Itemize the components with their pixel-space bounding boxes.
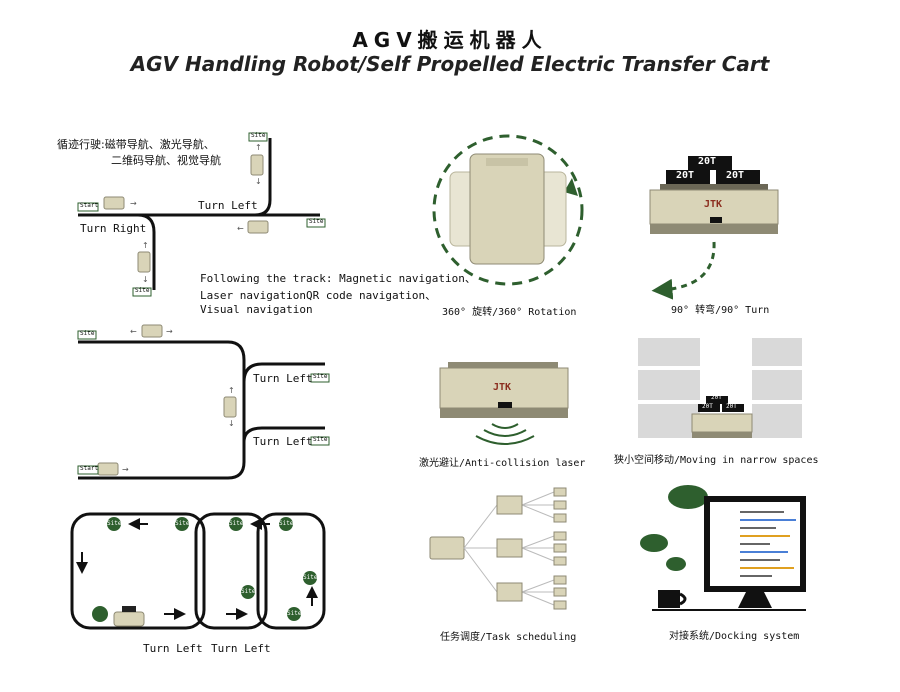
junction-turn-left-label: Turn Left [198,199,258,212]
agv-cart-icon [141,324,163,338]
svg-text:→: → [166,327,173,336]
agv-cart-icon [97,462,119,476]
site-marker-icon [107,517,121,531]
turn90-illustration [649,156,779,300]
track-diagram-junction: → ← ↑ ↓ ↑ ↓ [77,132,326,297]
nav-methods-en-line2: Laser navigationQR code navigation、 [200,289,437,302]
track-diagram-loops [70,512,326,630]
svg-text:→: → [130,199,137,208]
docking-caption: 对接系统/Docking system [669,631,800,642]
start-tag-label: Start [80,465,99,472]
site-tag-label: Site [135,287,150,294]
docking-illustration [640,485,806,611]
brand-logo-turn90: JTK [704,199,723,210]
nav-methods-cn-line1: 循迹行驶:磁带导航、激光导航、 [57,138,215,151]
agv-cart-icon [223,396,237,418]
site-tag-label: Site [251,132,266,139]
svg-text:→: → [122,465,129,474]
start-tag-icon [77,202,99,212]
page-title-cn: AGV搬运机器人 [352,28,548,52]
nav-methods-cn-line2: 二维码导航、视觉导航 [111,154,221,167]
load-label-small-right: 20T [726,403,737,410]
site-marker-label: Site [241,588,256,595]
site-tag-label: Site [313,373,328,380]
loop-turn-left-label-1: Turn Left [143,642,203,655]
svg-text:↓: ↓ [142,275,149,284]
agv-cart-icon [137,251,151,273]
svg-text:↓: ↓ [228,419,235,428]
svg-text:↑: ↑ [228,386,235,395]
start-marker-icon [92,606,108,622]
load-label-small-top: 20T [711,394,722,401]
anti-collision-caption: 激光避让/Anti-collision laser [419,458,586,469]
site-marker-label: Site [287,610,302,617]
site-marker-label: Site [229,520,244,527]
svg-text:↑: ↑ [255,143,262,152]
loop-turn-left-label-2: Turn Left [211,642,271,655]
turn90-caption: 90° 转弯/90° Turn [671,305,770,316]
rotation-illustration [432,134,584,286]
site-tag-icon [310,436,330,446]
site-marker-icon [229,517,243,531]
site-tag-icon [132,287,152,297]
anti-collision-illustration [439,362,569,445]
site-marker-icon [175,517,189,531]
site-marker-label: Site [175,520,190,527]
cup-icon [658,590,680,608]
site-tag-icon [248,132,268,142]
narrow-spaces-caption: 狭小空间移动/Moving in narrow spaces [614,455,819,466]
site-marker-label: Site [303,574,318,581]
svg-text:←: ← [237,224,244,233]
fork-turn-left-label-1: Turn Left [253,372,313,385]
tree-icon [668,485,708,509]
start-tag-icon [77,465,99,475]
task-scheduling-illustration [429,487,567,610]
site-marker-label: Site [279,520,294,527]
page-title-en: AGV Handling Robot/Self Propelled Electr… [130,52,770,76]
site-marker-icon [279,517,293,531]
agv-cart-icon [250,154,264,176]
site-tag-icon [306,218,326,228]
load-label-left: 20T [676,170,695,181]
agv-cart-icon [247,220,269,234]
narrow-spaces-illustration [638,338,802,438]
site-marker-icon [303,571,317,585]
tree-icon [666,557,686,571]
site-tag-label: Site [309,218,324,225]
load-label-small-left: 20T [702,403,713,410]
brand-logo-anti-collision: JTK [493,382,512,393]
svg-text:←: ← [130,327,137,336]
load-label-top: 20T [698,156,717,167]
svg-text:↑: ↑ [142,241,149,250]
site-tag-icon [77,330,97,340]
site-tag-label: Site [80,330,95,337]
svg-text:↓: ↓ [255,177,262,186]
agv-cart-icon [103,196,125,210]
nav-methods-en-line1: Following the track: Magnetic navigation… [200,272,476,285]
junction-turn-right-label: Turn Right [80,222,147,235]
fork-turn-left-label-2: Turn Left [253,435,313,448]
nav-methods-en-line3: Visual navigation [200,303,313,316]
task-scheduling-caption: 任务调度/Task scheduling [440,632,577,643]
track-diagram-fork: ← → ↑ ↓ → [77,324,330,480]
start-tag-label: Start [80,202,99,209]
site-tag-label: Site [313,436,328,443]
load-label-right: 20T [726,170,745,181]
site-marker-icon [287,607,301,621]
rotation-caption: 360° 旋转/360° Rotation [442,307,577,318]
site-marker-icon [241,585,255,599]
site-marker-label: Site [107,520,122,527]
tree-icon [640,534,668,552]
site-tag-icon [310,373,330,383]
agv-cart-icon [113,611,145,627]
